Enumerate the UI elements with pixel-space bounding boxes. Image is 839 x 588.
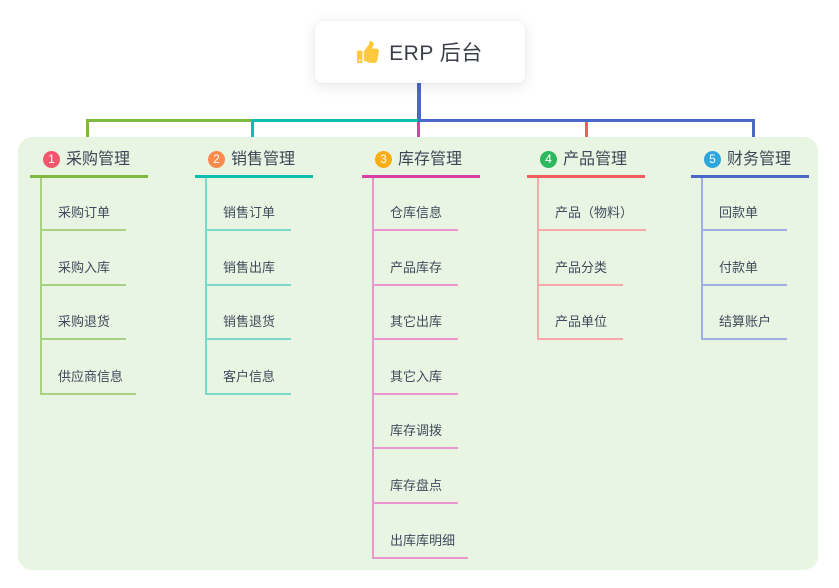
- child-node[interactable]: 结算账户: [703, 286, 787, 341]
- child-node-label: 出库库明细: [390, 532, 456, 548]
- child-node[interactable]: 供应商信息: [42, 340, 137, 395]
- branch-number-badge: 4: [540, 151, 557, 168]
- child-node-label: 结算账户: [719, 314, 772, 330]
- edge-drop-line: [417, 122, 420, 148]
- branch-children: 回款单付款单结算账户: [701, 178, 787, 341]
- edge-horizontal-segment: [418, 119, 755, 122]
- branch-node[interactable]: 1 采购管理: [30, 150, 149, 178]
- branch-number-badge: 3: [375, 151, 392, 168]
- child-node[interactable]: 销售出库: [207, 231, 291, 286]
- branch-column: 1 采购管理 采购订单采购入库采购退货供应商信息: [30, 150, 149, 395]
- child-node[interactable]: 付款单: [703, 231, 787, 286]
- branch-number-badge: 1: [43, 151, 60, 168]
- branch-column: 3 库存管理 仓库信息产品库存其它出库其它入库库存调拨库存盘点出库库明细: [362, 150, 481, 559]
- child-node-label: 产品库存: [390, 259, 443, 275]
- edge-drop-line: [86, 119, 89, 148]
- branch-children: 仓库信息产品库存其它出库其它入库库存调拨库存盘点出库库明细: [372, 178, 469, 559]
- branch-node[interactable]: 4 产品管理: [527, 150, 646, 178]
- child-node[interactable]: 其它入库: [374, 340, 458, 395]
- branch-node[interactable]: 3 库存管理: [362, 150, 481, 178]
- child-node-label: 回款单: [719, 205, 759, 220]
- child-node-label: 产品（物料）: [555, 205, 634, 220]
- branch-node-label: 库存管理: [398, 151, 463, 168]
- edge-horizontal-segment: [86, 119, 252, 122]
- child-node[interactable]: 采购退货: [42, 286, 126, 341]
- child-node[interactable]: 回款单: [703, 178, 787, 231]
- child-node-label: 采购退货: [58, 314, 111, 330]
- child-node-label: 库存盘点: [390, 477, 443, 493]
- child-node[interactable]: 出库库明细: [374, 504, 469, 559]
- child-node-label: 采购订单: [58, 205, 111, 220]
- root-node-label: ERP 后台: [389, 42, 483, 65]
- root-node[interactable]: ERP 后台: [315, 21, 525, 83]
- branch-node-label: 采购管理: [66, 151, 131, 168]
- branch-node-label: 销售管理: [231, 151, 296, 168]
- branch-node[interactable]: 5 财务管理: [691, 150, 810, 178]
- branch-node-label: 财务管理: [727, 151, 792, 168]
- child-node-label: 销售退货: [223, 314, 276, 330]
- child-node[interactable]: 产品（物料）: [539, 178, 647, 231]
- edge-drop-line: [752, 119, 755, 148]
- child-node-label: 供应商信息: [58, 368, 124, 384]
- child-node-label: 销售订单: [223, 205, 276, 220]
- child-node[interactable]: 其它出库: [374, 286, 458, 341]
- child-node-label: 库存调拨: [390, 423, 443, 439]
- child-node[interactable]: 库存盘点: [374, 449, 458, 504]
- edge-horizontal-segment: [252, 119, 418, 122]
- thumbs-up-icon: [357, 41, 380, 63]
- branch-column: 5 财务管理 回款单付款单结算账户: [691, 150, 810, 341]
- child-node[interactable]: 销售订单: [207, 178, 291, 231]
- child-node-label: 客户信息: [223, 368, 276, 384]
- branch-panel: [18, 137, 818, 570]
- child-node-label: 其它出库: [390, 314, 443, 330]
- child-node-label: 其它入库: [390, 368, 443, 384]
- child-node-label: 仓库信息: [390, 205, 443, 220]
- branch-children: 产品（物料） 产品分类产品单位: [537, 178, 647, 341]
- child-node[interactable]: 客户信息: [207, 340, 291, 395]
- branch-children: 采购订单采购入库采购退货供应商信息: [40, 178, 137, 395]
- child-node-label: 付款单: [719, 259, 759, 275]
- child-node[interactable]: 产品分类: [539, 231, 623, 286]
- branch-column: 2 销售管理 销售订单销售出库销售退货客户信息: [195, 150, 314, 395]
- branch-children: 销售订单销售出库销售退货客户信息: [205, 178, 291, 395]
- branch-column: 4 产品管理 产品（物料） 产品分类产品单位: [527, 150, 647, 341]
- root-edge: [417, 83, 421, 119]
- child-node-label: 产品分类: [555, 259, 608, 275]
- child-node[interactable]: 销售退货: [207, 286, 291, 341]
- branch-number-badge: 2: [208, 151, 225, 168]
- child-node[interactable]: 库存调拨: [374, 395, 458, 450]
- child-node[interactable]: 产品单位: [539, 286, 623, 341]
- child-node[interactable]: 采购入库: [42, 231, 126, 286]
- child-node[interactable]: 产品库存: [374, 231, 458, 286]
- branch-node[interactable]: 2 销售管理: [195, 150, 314, 178]
- child-node-label: 销售出库: [223, 259, 276, 275]
- edge-drop-line: [251, 119, 254, 148]
- branch-number-badge: 5: [704, 151, 721, 168]
- branch-node-label: 产品管理: [563, 151, 628, 168]
- child-node[interactable]: 仓库信息: [374, 178, 458, 231]
- child-node[interactable]: 采购订单: [42, 178, 126, 231]
- edge-drop-line: [585, 122, 588, 148]
- child-node-label: 采购入库: [58, 259, 111, 275]
- child-node-label: 产品单位: [555, 314, 608, 330]
